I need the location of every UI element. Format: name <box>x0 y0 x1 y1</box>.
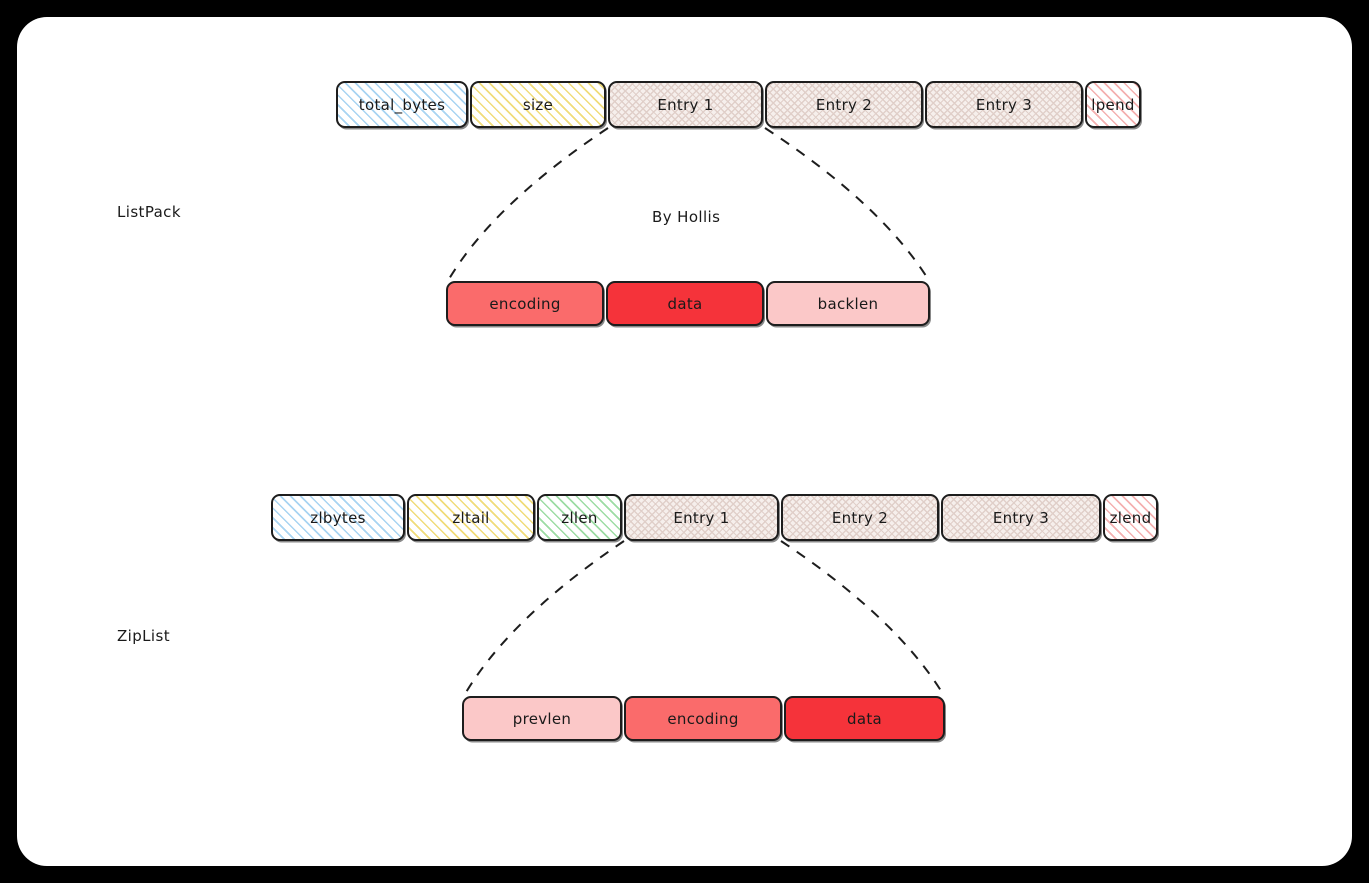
listpack-detail-backlen: backlen <box>766 281 930 326</box>
section-label-ziplist: ZipList <box>117 627 170 645</box>
ziplist-header-entry-1-label: Entry 1 <box>673 508 730 527</box>
ziplist-header-zllen: zllen <box>537 494 622 541</box>
listpack-header-entry-2-label: Entry 2 <box>815 95 873 114</box>
section-label-listpack: ListPack <box>117 203 181 221</box>
ziplist-detail-prevlen-label: prevlen <box>512 709 572 728</box>
listpack-header-lpend-label: lpend <box>1091 95 1135 114</box>
ziplist-detail-data: data <box>784 696 945 741</box>
ziplist-detail-prevlen: prevlen <box>462 696 622 741</box>
ziplist-connector-left <box>464 540 625 695</box>
ziplist-header-zltail-label: zltail <box>452 508 490 527</box>
listpack-header-entry-1-label: Entry 1 <box>657 95 714 114</box>
listpack-header-total_bytes-label: total_bytes <box>358 95 446 114</box>
listpack-header-entry-1: Entry 1 <box>608 81 763 128</box>
listpack-header-entry-3: Entry 3 <box>925 81 1083 128</box>
listpack-detail-backlen-label: backlen <box>817 294 879 313</box>
ziplist-header-entry-3: Entry 3 <box>941 494 1101 541</box>
ziplist-detail-encoding: encoding <box>624 696 782 741</box>
ziplist-detail-data-label: data <box>847 709 882 728</box>
listpack-header-size: size <box>470 81 606 128</box>
listpack-connector-right <box>764 127 929 280</box>
listpack-detail-data: data <box>606 281 764 326</box>
ziplist-header-zltail: zltail <box>407 494 535 541</box>
ziplist-header-entry-2-label: Entry 2 <box>831 508 889 527</box>
ziplist-header-entry-2: Entry 2 <box>781 494 939 541</box>
ziplist-header-zlend-label: zlend <box>1109 508 1152 527</box>
ziplist-header-zlend: zlend <box>1103 494 1158 541</box>
ziplist-header-zllen-label: zllen <box>561 508 598 527</box>
ziplist-header-zlbytes: zlbytes <box>271 494 405 541</box>
listpack-detail-data-label: data <box>667 294 703 313</box>
ziplist-connector-right <box>780 540 944 695</box>
listpack-header-lpend: lpend <box>1085 81 1141 128</box>
listpack-connector-left <box>448 127 609 280</box>
listpack-header-entry-3-label: Entry 3 <box>975 95 1033 114</box>
listpack-header-entry-2: Entry 2 <box>765 81 923 128</box>
ziplist-header-entry-3-label: Entry 3 <box>992 508 1050 527</box>
ziplist-header-zlbytes-label: zlbytes <box>310 508 366 527</box>
listpack-header-size-label: size <box>522 95 554 114</box>
author-note: By Hollis <box>652 208 721 226</box>
listpack-header-total_bytes: total_bytes <box>336 81 468 128</box>
ziplist-detail-encoding-label: encoding <box>667 709 739 728</box>
listpack-detail-encoding: encoding <box>446 281 604 326</box>
ziplist-header-entry-1: Entry 1 <box>624 494 779 541</box>
listpack-detail-encoding-label: encoding <box>489 294 561 313</box>
